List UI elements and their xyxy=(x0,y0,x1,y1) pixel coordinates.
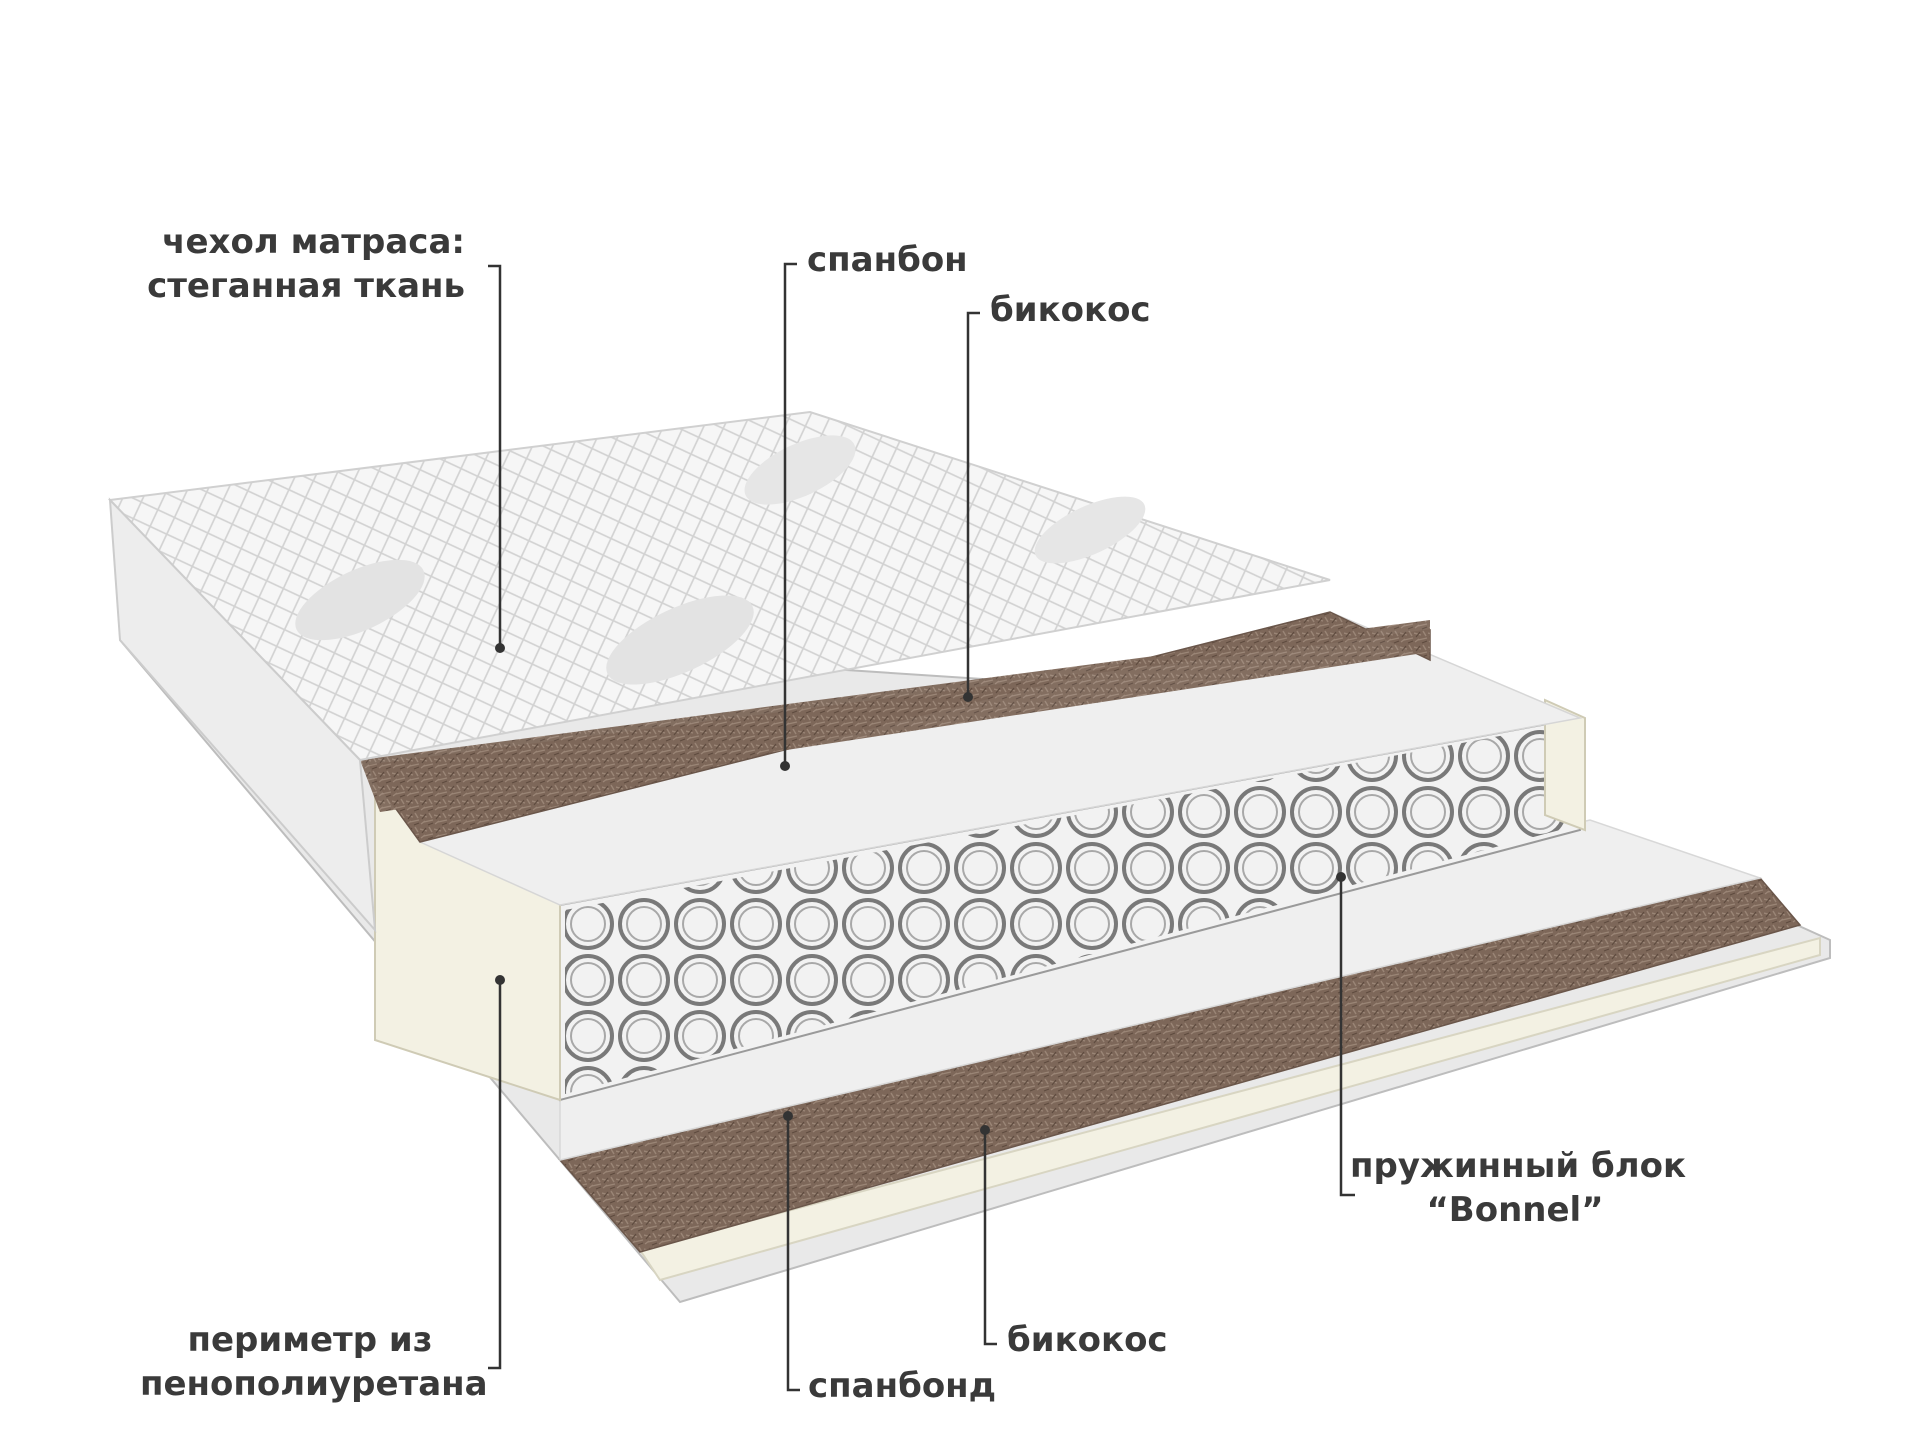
leader-dot-bicoconut-top xyxy=(963,692,973,702)
leader-dot-bicoconut-bottom xyxy=(980,1125,990,1135)
spring-block-coils xyxy=(565,722,1575,1094)
label-perimeter-line2: пенополиуретана xyxy=(140,1364,488,1404)
leader-dot-spring xyxy=(1336,872,1346,882)
foam-perimeter-end xyxy=(1544,698,1586,832)
label-bicoconut-top: бикокос xyxy=(990,288,1151,332)
leader-spring xyxy=(1339,877,1355,1197)
leader-spunbond-top xyxy=(783,262,797,766)
label-bicoconut-bottom: бикокос xyxy=(1007,1318,1168,1362)
label-spunbond-bottom: спанбонд xyxy=(808,1364,996,1408)
label-spring-line1: пружинный блок xyxy=(1350,1146,1687,1186)
label-cover: чехол матраса: стеганная ткань xyxy=(147,220,465,308)
leader-bicoconut-top xyxy=(966,311,980,697)
cover-pattern xyxy=(606,595,754,685)
label-spunbond-top: спанбон xyxy=(807,238,968,282)
bottom-foam-layer xyxy=(638,936,1821,1282)
leader-perimeter xyxy=(488,980,502,1370)
leader-dot-perimeter xyxy=(495,975,505,985)
label-spunbond-bottom-text: спанбонд xyxy=(808,1366,997,1406)
label-spring-line2: “Bonnel” xyxy=(1426,1190,1604,1230)
leader-bicoconut-bottom xyxy=(983,1130,997,1346)
leader-dot-spunbond-top xyxy=(780,761,790,771)
label-spring-block: пружинный блок “Bonnel” xyxy=(1350,1144,1687,1232)
leader-dots xyxy=(495,643,1346,1135)
label-cover-line1: чехол матраса: xyxy=(162,222,465,262)
cover-pattern xyxy=(295,559,425,641)
label-perimeter-line1: периметр из xyxy=(187,1320,433,1360)
leader-cover xyxy=(488,264,502,648)
label-cover-line2: стеганная ткань xyxy=(147,266,465,306)
leader-dot-cover xyxy=(495,643,505,653)
top-coconut-face xyxy=(360,620,1430,812)
label-bicoconut-bottom-text: бикокос xyxy=(1007,1320,1168,1360)
label-perimeter: периметр из пенополиуретана xyxy=(140,1318,488,1406)
cover-pattern xyxy=(744,435,856,505)
label-bicoconut-top-text: бикокос xyxy=(990,290,1151,330)
leader-spunbond-bottom xyxy=(786,1116,800,1392)
quilted-cover-side xyxy=(108,497,377,933)
label-spunbond-top-text: спанбон xyxy=(807,240,968,280)
cover-pattern xyxy=(1034,496,1146,564)
leader-lines xyxy=(488,262,1355,1392)
leader-dot-spunbond-bottom xyxy=(783,1111,793,1121)
